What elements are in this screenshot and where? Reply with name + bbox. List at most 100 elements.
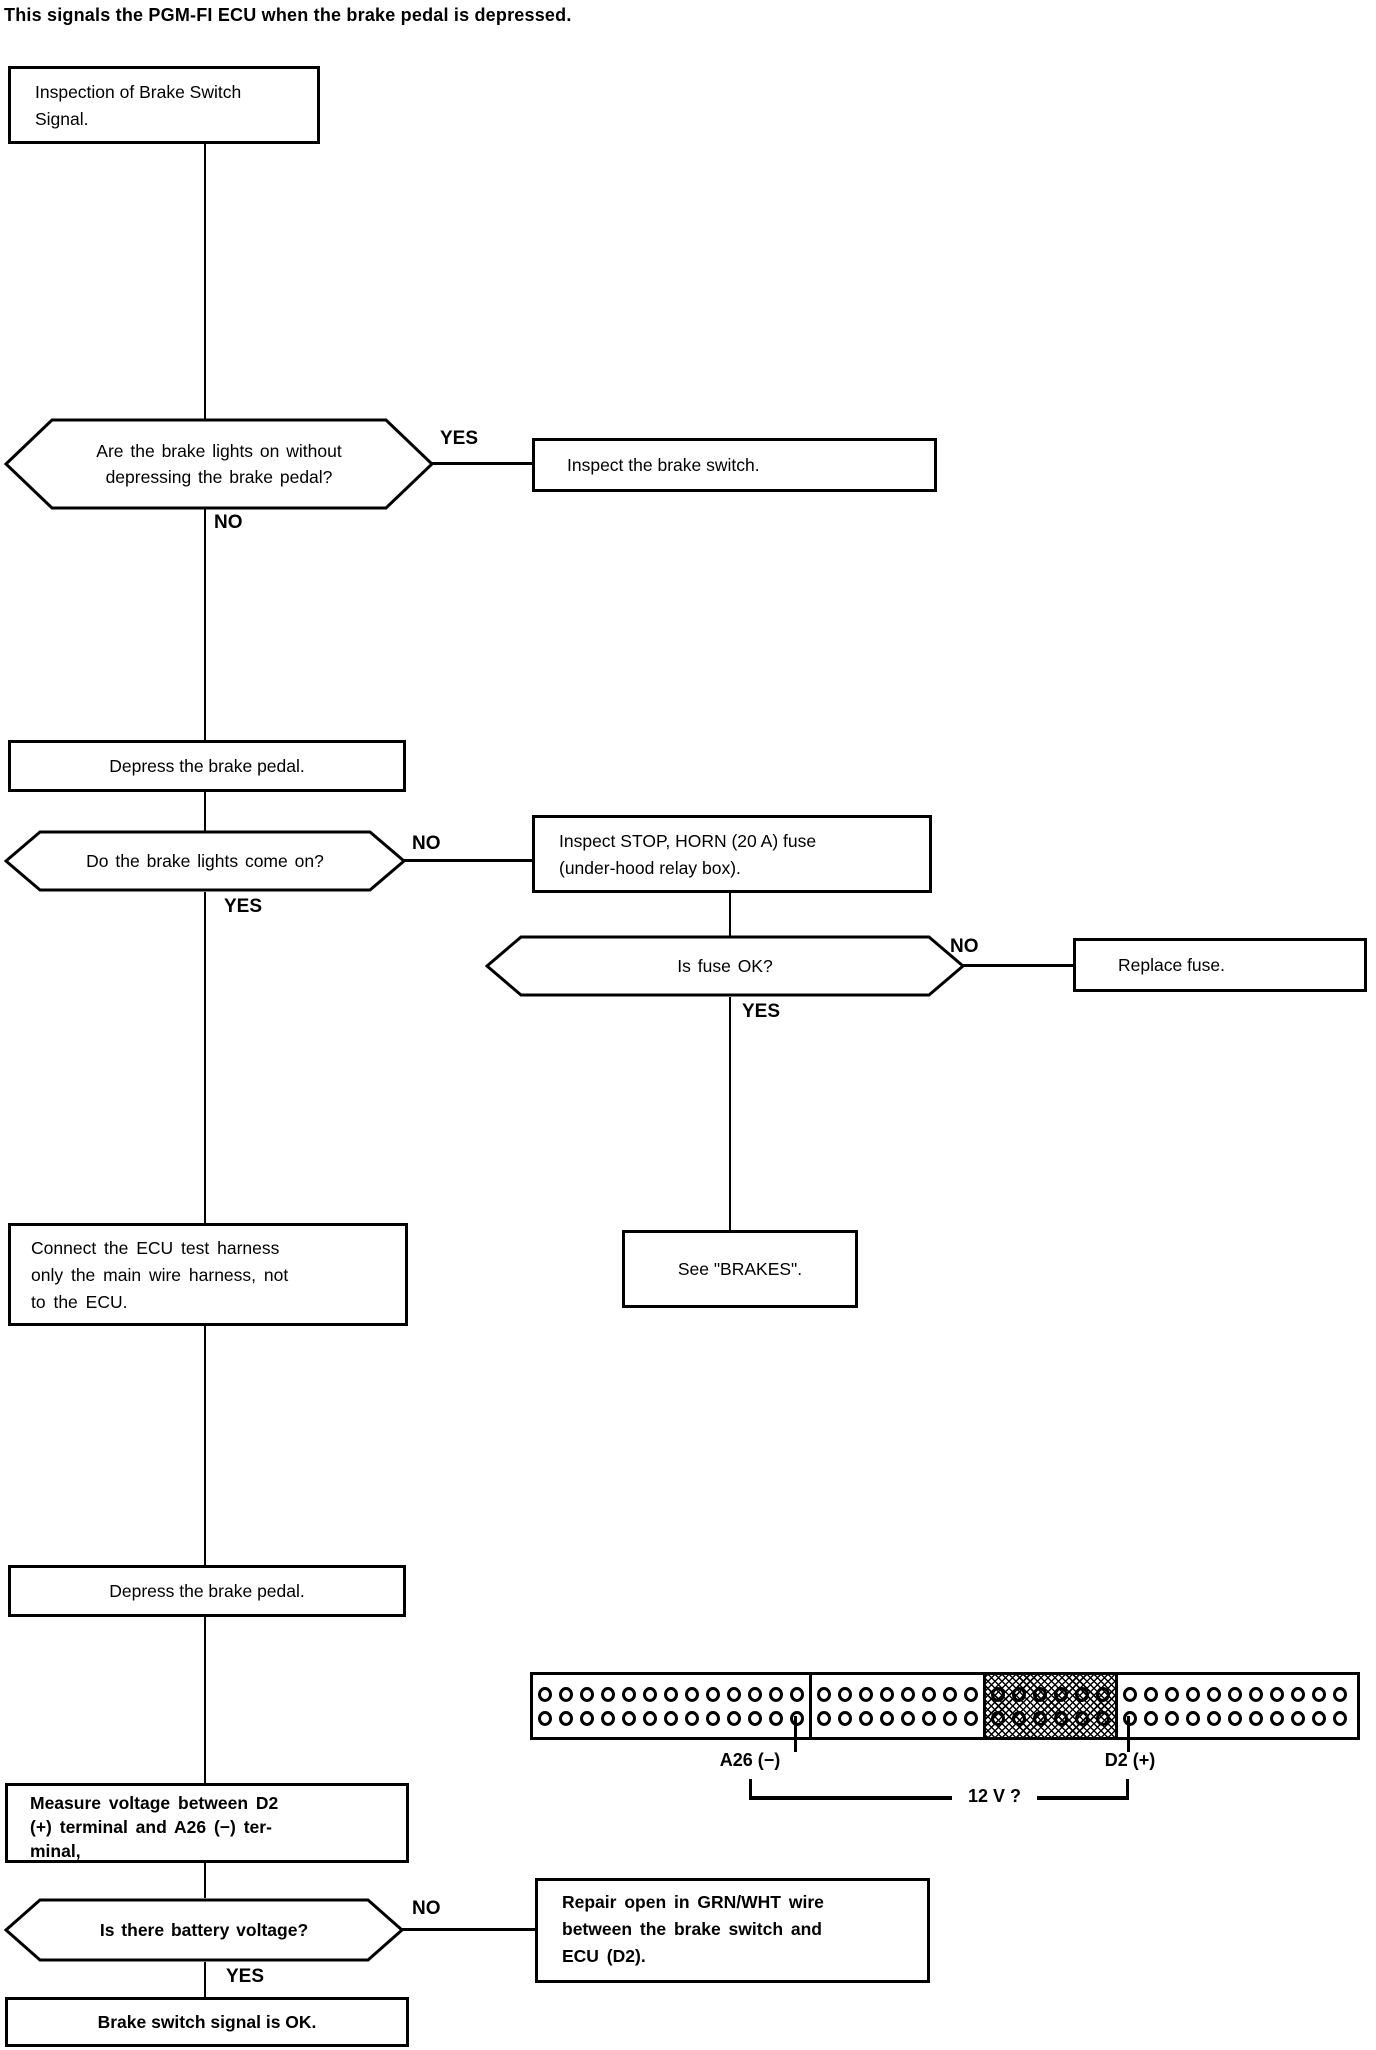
connector-pin <box>706 1686 720 1702</box>
decision2-text: Do the brake lights come on? <box>86 851 324 871</box>
depress-pedal-1-text: Depress the brake pedal. <box>109 755 305 776</box>
connector-pin <box>1291 1710 1305 1726</box>
connector-pin <box>727 1686 741 1702</box>
connector-pin <box>1033 1686 1047 1702</box>
yes-label-q4: YES <box>226 1966 265 1987</box>
voltage-bracket-line-right <box>1037 1796 1129 1800</box>
connector-pin <box>643 1710 657 1726</box>
flow-line-q4-no <box>400 1928 535 1931</box>
connector-pin <box>1075 1686 1089 1702</box>
measure-voltage-box: Measure voltage between D2 (+) terminal … <box>5 1783 409 1863</box>
no-label-q3: NO <box>950 936 979 957</box>
connector-row <box>991 1710 1110 1726</box>
repair-open-line1: Repair open in GRN/WHT wire <box>562 1892 824 1912</box>
start-box: Inspection of Brake Switch Signal. <box>8 66 320 144</box>
connector-pin <box>1186 1686 1200 1702</box>
yes-label-q1: YES <box>440 428 479 449</box>
voltage-bracket-left <box>749 1779 752 1799</box>
voltage-bracket-right <box>1126 1779 1129 1799</box>
connector-pin <box>1165 1710 1179 1726</box>
connector-pin <box>817 1686 831 1702</box>
flow-line-depress1-to-q2 <box>204 790 206 832</box>
connector-pin <box>706 1710 720 1726</box>
see-brakes-box: See "BRAKES". <box>622 1230 858 1308</box>
inspect-brake-switch-box: Inspect the brake switch. <box>532 438 937 492</box>
inspect-brake-switch-text: Inspect the brake switch. <box>567 455 760 475</box>
connector-pin <box>685 1686 699 1702</box>
connector-pin <box>1054 1710 1068 1726</box>
connector-row <box>538 1686 804 1702</box>
connect-harness-box: Connect the ECU test harness only the ma… <box>8 1223 408 1326</box>
connect-harness-line3: to the ECU. <box>31 1292 128 1312</box>
flow-line-q2-no <box>402 859 532 862</box>
connector-pin <box>1186 1710 1200 1726</box>
connector-pin <box>559 1686 573 1702</box>
connect-harness-line1: Connect the ECU test harness <box>31 1238 280 1258</box>
voltage-bracket-line-left <box>749 1796 952 1800</box>
inspect-fuse-line1: Inspect STOP, HORN (20 A) fuse <box>559 831 817 851</box>
connector-row <box>817 1686 978 1702</box>
connector-pin <box>1333 1710 1347 1726</box>
no-label-q1: NO <box>214 512 243 533</box>
connector-row <box>538 1710 804 1726</box>
connector-pin <box>748 1710 762 1726</box>
decision-fuse-ok: Is fuse OK? <box>485 935 965 997</box>
connector-row <box>817 1710 978 1726</box>
connector-pin <box>664 1686 678 1702</box>
depress-pedal-box-2: Depress the brake pedal. <box>8 1565 406 1617</box>
decision4-text: Is there battery voltage? <box>99 1920 309 1940</box>
voltage-question-label: 12 V ? <box>967 1786 1022 1806</box>
connector-pin <box>664 1710 678 1726</box>
flow-line-q3-no <box>963 964 1073 967</box>
connector-pin <box>964 1710 978 1726</box>
connector-pin <box>1075 1710 1089 1726</box>
flow-line-start-to-q1 <box>204 142 206 420</box>
connector-pin <box>880 1710 894 1726</box>
connector-section-d <box>1118 1675 1357 1737</box>
flow-line-measure-to-q4 <box>204 1861 206 1898</box>
flow-line-q4-yes <box>204 1962 206 1999</box>
connector-pin <box>1312 1686 1326 1702</box>
connector-pin <box>538 1710 552 1726</box>
connector-pin <box>922 1686 936 1702</box>
connector-pin <box>1249 1686 1263 1702</box>
connector-pin <box>1249 1710 1263 1726</box>
depress-pedal-box-1: Depress the brake pedal. <box>8 740 406 792</box>
depress-pedal-2-text: Depress the brake pedal. <box>109 1580 305 1601</box>
signal-ok-box: Brake switch signal is OK. <box>5 1997 409 2047</box>
start-box-line2: Signal. <box>35 109 89 129</box>
connector-pin <box>601 1686 615 1702</box>
connector-pin <box>1144 1710 1158 1726</box>
connector-pin <box>1228 1686 1242 1702</box>
connector-section-a <box>533 1675 812 1737</box>
connector-pin <box>1144 1686 1158 1702</box>
connector-pin <box>1096 1686 1110 1702</box>
decision-brake-lights-without: Are the brake lights on without depressi… <box>4 418 434 510</box>
flow-line-depress2-to-measure <box>204 1615 206 1785</box>
connector-pin <box>1207 1710 1221 1726</box>
connector-pin <box>559 1710 573 1726</box>
connector-pin <box>643 1686 657 1702</box>
flow-line-fusebox-to-q3 <box>729 891 731 937</box>
measure-voltage-line1: Measure voltage between D2 <box>30 1793 279 1813</box>
connector-pin <box>859 1710 873 1726</box>
connector-pin <box>838 1710 852 1726</box>
flow-line-connect-to-depress2 <box>204 1326 206 1565</box>
decision1-line1: Are the brake lights on without <box>96 441 342 461</box>
flow-line-q3-yes <box>729 997 731 1230</box>
connector-pin <box>1270 1686 1284 1702</box>
connector-pin <box>622 1686 636 1702</box>
connector-section-b <box>812 1675 986 1737</box>
inspect-fuse-box: Inspect STOP, HORN (20 A) fuse (under-ho… <box>532 815 932 893</box>
inspect-fuse-line2: (under-hood relay box). <box>559 858 741 878</box>
measure-voltage-line3: minal, <box>30 1841 81 1861</box>
connector-pin <box>1312 1710 1326 1726</box>
connector-pin <box>943 1686 957 1702</box>
start-box-line1: Inspection of Brake Switch <box>35 82 242 102</box>
connector-pin <box>580 1686 594 1702</box>
d2-terminal-label: D2 (+) <box>1104 1750 1156 1770</box>
connect-harness-line2: only the main wire harness, not <box>31 1265 289 1285</box>
connector-pin <box>1228 1710 1242 1726</box>
connector-pin <box>580 1710 594 1726</box>
pin-pointer-d2 <box>1127 1716 1130 1752</box>
